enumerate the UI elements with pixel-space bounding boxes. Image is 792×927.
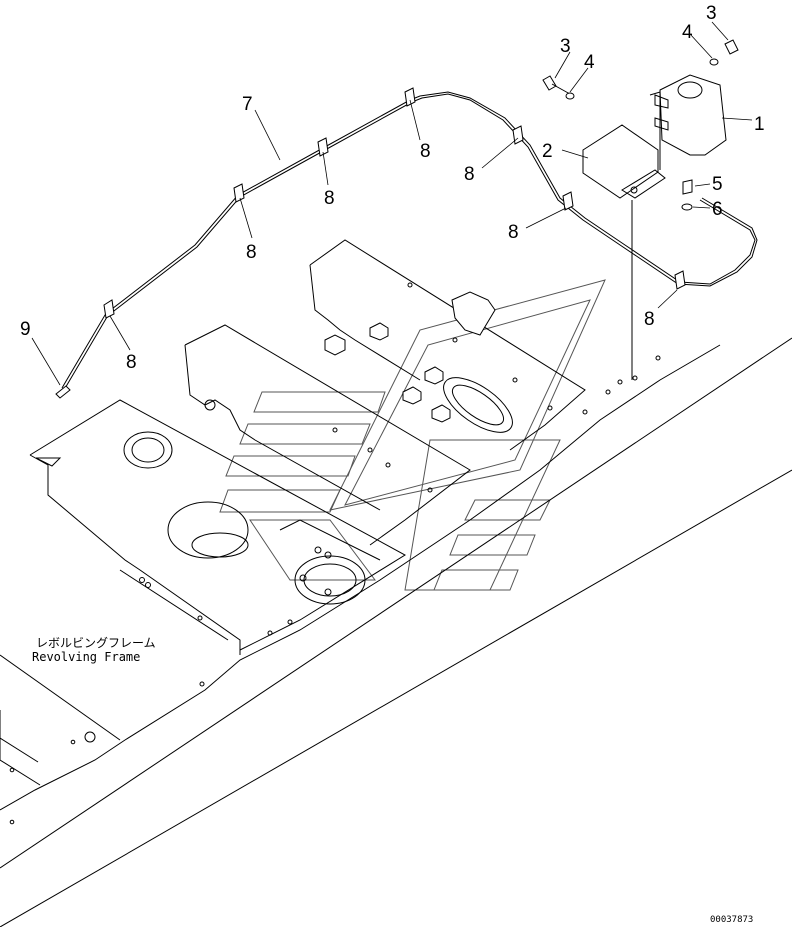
watermark-logo [219,279,606,591]
callout-9: 9 [20,319,31,340]
callout-4-left: 4 [584,52,595,73]
washer-hose [61,91,758,391]
nozzle [55,385,71,399]
callout-3-right: 3 [706,3,717,24]
callout-8-center: 8 [324,188,335,209]
callout-8-mid: 8 [464,164,475,185]
callout-7: 7 [242,94,253,115]
callout-1: 1 [754,114,765,135]
callout-4-right: 4 [682,22,693,43]
frame-label-english: Revolving Frame [32,650,140,664]
callout-3-left: 3 [560,36,571,57]
callout-8-far-left: 8 [126,352,137,373]
frame-label-japanese: レボルビングフレーム [36,636,156,650]
revolving-frame [0,239,792,927]
callout-5: 5 [712,174,723,195]
fasteners [542,39,739,211]
callout-2: 2 [542,141,553,162]
callout-8-left: 8 [246,242,257,263]
callout-numbers: 1 2 3 3 4 4 5 6 7 8 8 8 8 8 8 8 9 [20,3,765,373]
callout-6: 6 [712,199,723,220]
hose-clamps [103,87,686,319]
callout-8-far-right: 8 [644,309,655,330]
callout-8-top: 8 [420,141,431,162]
document-id: 00037873 [710,915,753,925]
washer-tank [654,74,727,156]
bracket [582,91,666,380]
callout-8-right: 8 [508,222,519,243]
leader-lines [31,21,753,386]
